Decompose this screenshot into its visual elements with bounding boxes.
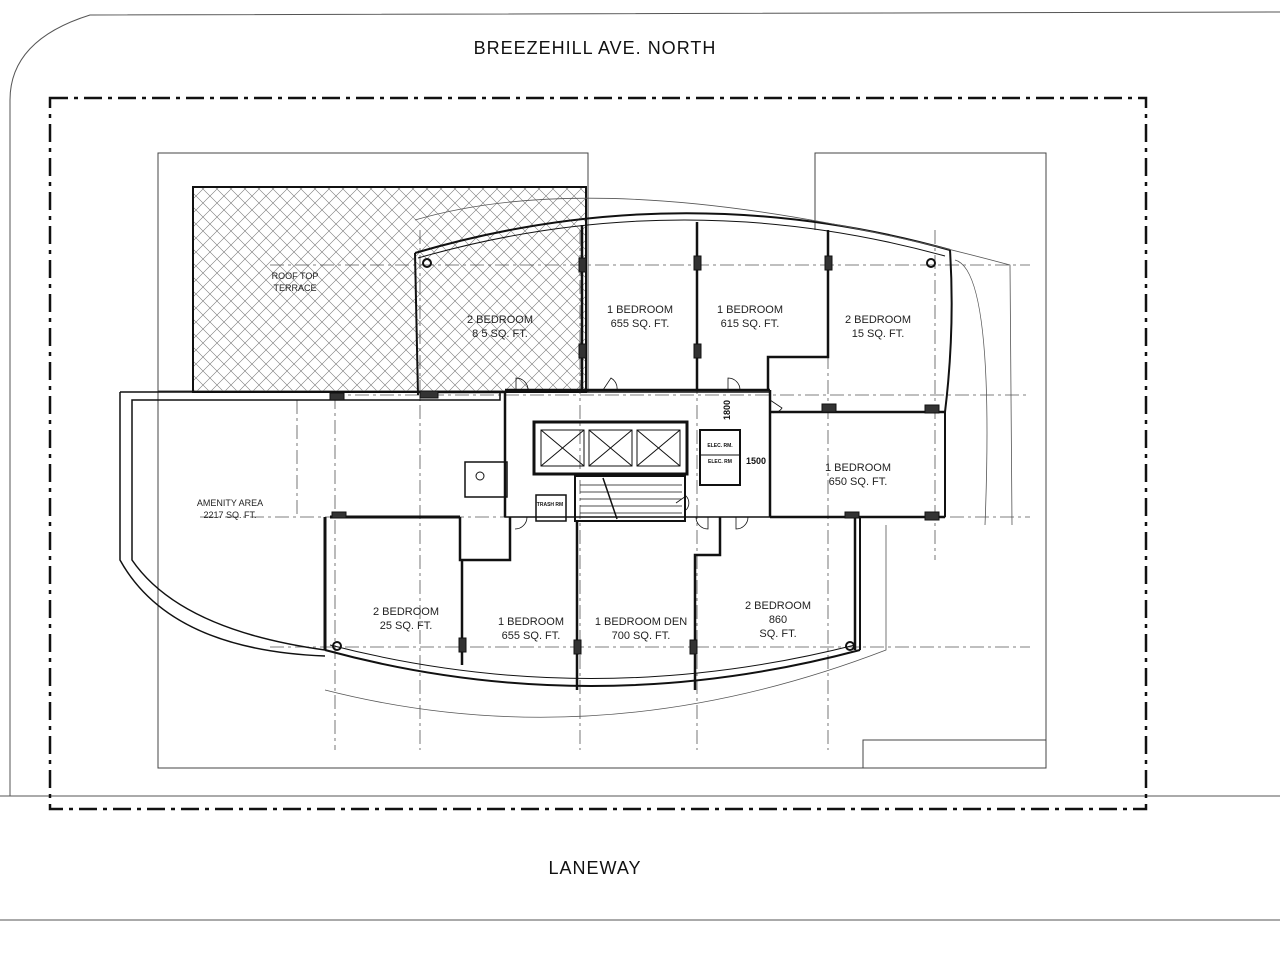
- roof-terrace-line1: ROOF TOP: [271, 271, 319, 281]
- unit-s2-type: 1 BEDROOM: [497, 616, 564, 628]
- amenity-wing: [119, 391, 501, 657]
- south-curve: [324, 649, 861, 687]
- amenity-line1: AMENITY AREA: [196, 498, 264, 508]
- unit-n1-area: 8 5 SQ. FT.: [472, 328, 528, 340]
- elevator-bank: [532, 420, 689, 476]
- north-street-label: BREEZEHILL AVE. NORTH: [473, 38, 717, 58]
- unit-north-4-label: 2 BEDROOM 15 SQ. FT.: [828, 313, 928, 341]
- unit-s3-area: 700 SQ. FT.: [611, 630, 671, 642]
- trash-room-label: TRASH RM: [536, 502, 564, 508]
- amenity-area-label: AMENITY AREA 2217 SQ. FT.: [180, 497, 280, 521]
- amenity-line2: 2217 SQ. FT.: [203, 510, 257, 520]
- north-street-edge: [9, 11, 1280, 101]
- columns: [329, 255, 940, 655]
- unit-n4-area: 15 SQ. FT.: [851, 328, 905, 340]
- unit-s4-area: 860: [768, 614, 788, 626]
- unit-s4-unit: SQ. FT.: [759, 628, 797, 640]
- unit-north-3-label: 1 BEDROOM 615 SQ. FT.: [700, 303, 800, 331]
- unit-n4-type: 2 BEDROOM: [844, 314, 911, 326]
- unit-south-2-label: 1 BEDROOM 655 SQ. FT.: [481, 615, 581, 643]
- unit-s2-area: 655 SQ. FT.: [501, 630, 561, 642]
- dimension-1800: 1800: [722, 399, 732, 420]
- unit-e1-type: 1 BEDROOM: [824, 462, 891, 474]
- roof-terrace-label: ROOF TOP TERRACE: [255, 270, 335, 294]
- roof-terrace-line2: TERRACE: [273, 283, 317, 293]
- elec-room-label-2: ELEC. RM: [708, 459, 732, 465]
- dimension-1500: 1500: [746, 456, 767, 466]
- unit-n3-type: 1 BEDROOM: [716, 304, 783, 316]
- unit-north-1-label: 2 BEDROOM 8 5 SQ. FT.: [450, 313, 550, 341]
- elec-room: [699, 429, 741, 486]
- doors: [514, 377, 783, 530]
- unit-n3-area: 615 SQ. FT.: [720, 318, 780, 330]
- unit-s1-type: 2 BEDROOM: [372, 606, 439, 618]
- unit-north-2-label: 1 BEDROOM 655 SQ. FT.: [590, 303, 690, 331]
- unit-s3-type: 1 BEDROOM DEN: [594, 616, 688, 628]
- unit-n1-type: 2 BEDROOM: [466, 314, 533, 326]
- east-wall: [944, 249, 953, 517]
- unit-south-4-label: 2 BEDROOM 860 SQ. FT.: [728, 599, 828, 641]
- property-line: [48, 96, 1148, 811]
- elevator-cars: [540, 429, 681, 467]
- unit-n2-area: 655 SQ. FT.: [610, 318, 670, 330]
- unit-s1-area: 25 SQ. FT.: [379, 620, 433, 632]
- unit-n2-type: 1 BEDROOM: [606, 304, 673, 316]
- unit-south-1-label: 2 BEDROOM 25 SQ. FT.: [356, 605, 456, 633]
- unit-east-1-label: 1 BEDROOM 650 SQ. FT.: [808, 461, 908, 489]
- site-edges: [0, 11, 1280, 921]
- core: [464, 391, 771, 522]
- trash-room: [535, 494, 567, 522]
- roof-terrace-hatch: [192, 186, 587, 393]
- stair: [574, 475, 686, 522]
- south-street-label: LANEWAY: [548, 858, 642, 878]
- elec-room-label: ELEC. RM.: [707, 443, 733, 449]
- washroom: [464, 461, 508, 498]
- unit-south-3-label: 1 BEDROOM DEN 700 SQ. FT.: [586, 615, 696, 643]
- unit-e1-area: 650 SQ. FT.: [828, 476, 888, 488]
- unit-s4-type: 2 BEDROOM: [744, 600, 811, 612]
